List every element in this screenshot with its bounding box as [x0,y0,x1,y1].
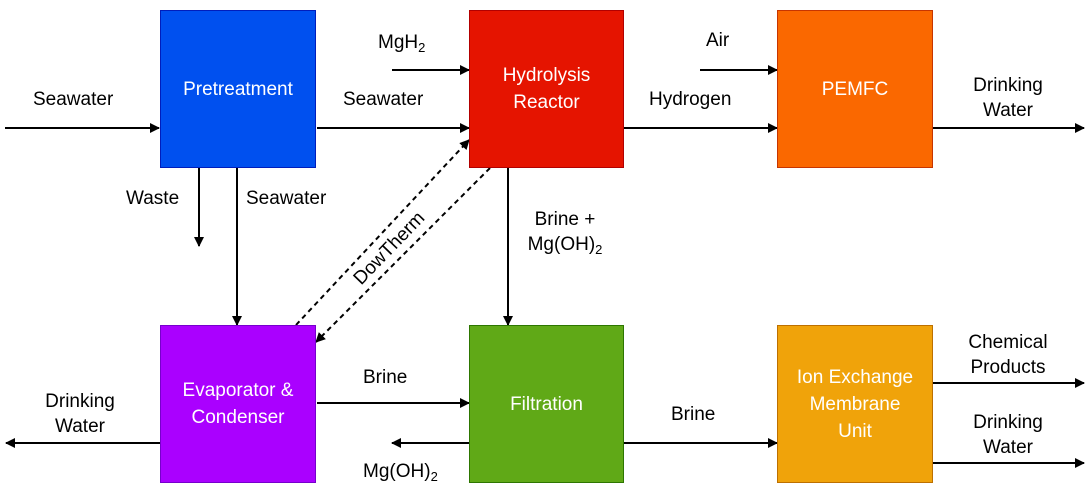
evaporator-condenser-block: Evaporator & Condenser [160,325,316,483]
mgoh2-out-label-base: Mg(OH) [363,461,431,482]
mgh2-label-sub: 2 [418,40,426,55]
hydrolysis-reactor-label-2: Reactor [513,92,580,113]
pemfc-block: PEMFC [777,10,933,168]
mgh2-label: MgH2 [378,30,425,55]
brine-mgoh2-line2-sub: 2 [595,242,603,257]
ion-exchange-label-2: Membrane [809,393,901,415]
brine-mgoh2-label: Brine + Mg(OH)2 [510,207,620,257]
air-label: Air [706,30,730,51]
waste-label: Waste [126,188,180,209]
drinking-water-evap-line2: Water [55,416,105,437]
seawater-in-label: Seawater [33,89,114,110]
filtration-label: Filtration [510,393,583,415]
chemical-products-label: Chemical Products [954,330,1062,380]
drinking-water-evap-line1: Drinking [45,391,115,412]
ion-exchange-label-1: Ion Exchange [796,366,914,388]
arrow-dowtherm-to-evaporator [315,167,491,343]
drinking-water-pemfc-line2: Water [983,100,1033,121]
evaporator-label-2: Condenser [191,407,285,428]
drinking-water-ion-line2: Water [983,437,1033,458]
pretreatment-label: Pretreatment [183,78,293,100]
evaporator-label-1: Evaporator & [182,380,294,401]
chemical-products-line2: Products [970,357,1046,378]
drinking-water-evap-label: Drinking Water [30,389,130,439]
mgoh2-out-label: Mg(OH)2 [363,459,438,484]
mgh2-label-base: MgH [378,32,419,53]
brine-evap-label: Brine [363,367,408,388]
brine-filtration-label: Brine [671,404,716,425]
seawater-to-reactor-label: Seawater [343,89,424,110]
arrow-dowtherm-to-reactor [295,139,470,326]
seawater-to-evaporator-label: Seawater [246,188,327,209]
drinking-water-ion-label: Drinking Water [958,410,1058,460]
drinking-water-pemfc-label: Drinking Water [958,73,1058,123]
filtration-block: Filtration [469,325,624,483]
ion-exchange-label-3: Unit [838,420,872,442]
chemical-products-line1: Chemical [968,332,1048,353]
hydrogen-label: Hydrogen [649,89,732,110]
brine-mgoh2-line2: Mg(OH)2 [510,232,620,257]
drinking-water-pemfc-line1: Drinking [973,75,1043,96]
ion-exchange-membrane-block: Ion Exchange Membrane Unit [777,325,933,483]
hydrolysis-reactor-label-1: Hydrolysis [502,65,591,86]
drinking-water-ion-line1: Drinking [973,412,1043,433]
pretreatment-block: Pretreatment [160,10,316,168]
mgoh2-out-label-sub: 2 [430,469,438,484]
brine-mgoh2-line1: Brine + [534,209,596,230]
hydrolysis-reactor-block: Hydrolysis Reactor [469,10,624,168]
pemfc-label: PEMFC [821,78,889,100]
brine-mgoh2-line2-base: Mg(OH) [527,234,596,255]
